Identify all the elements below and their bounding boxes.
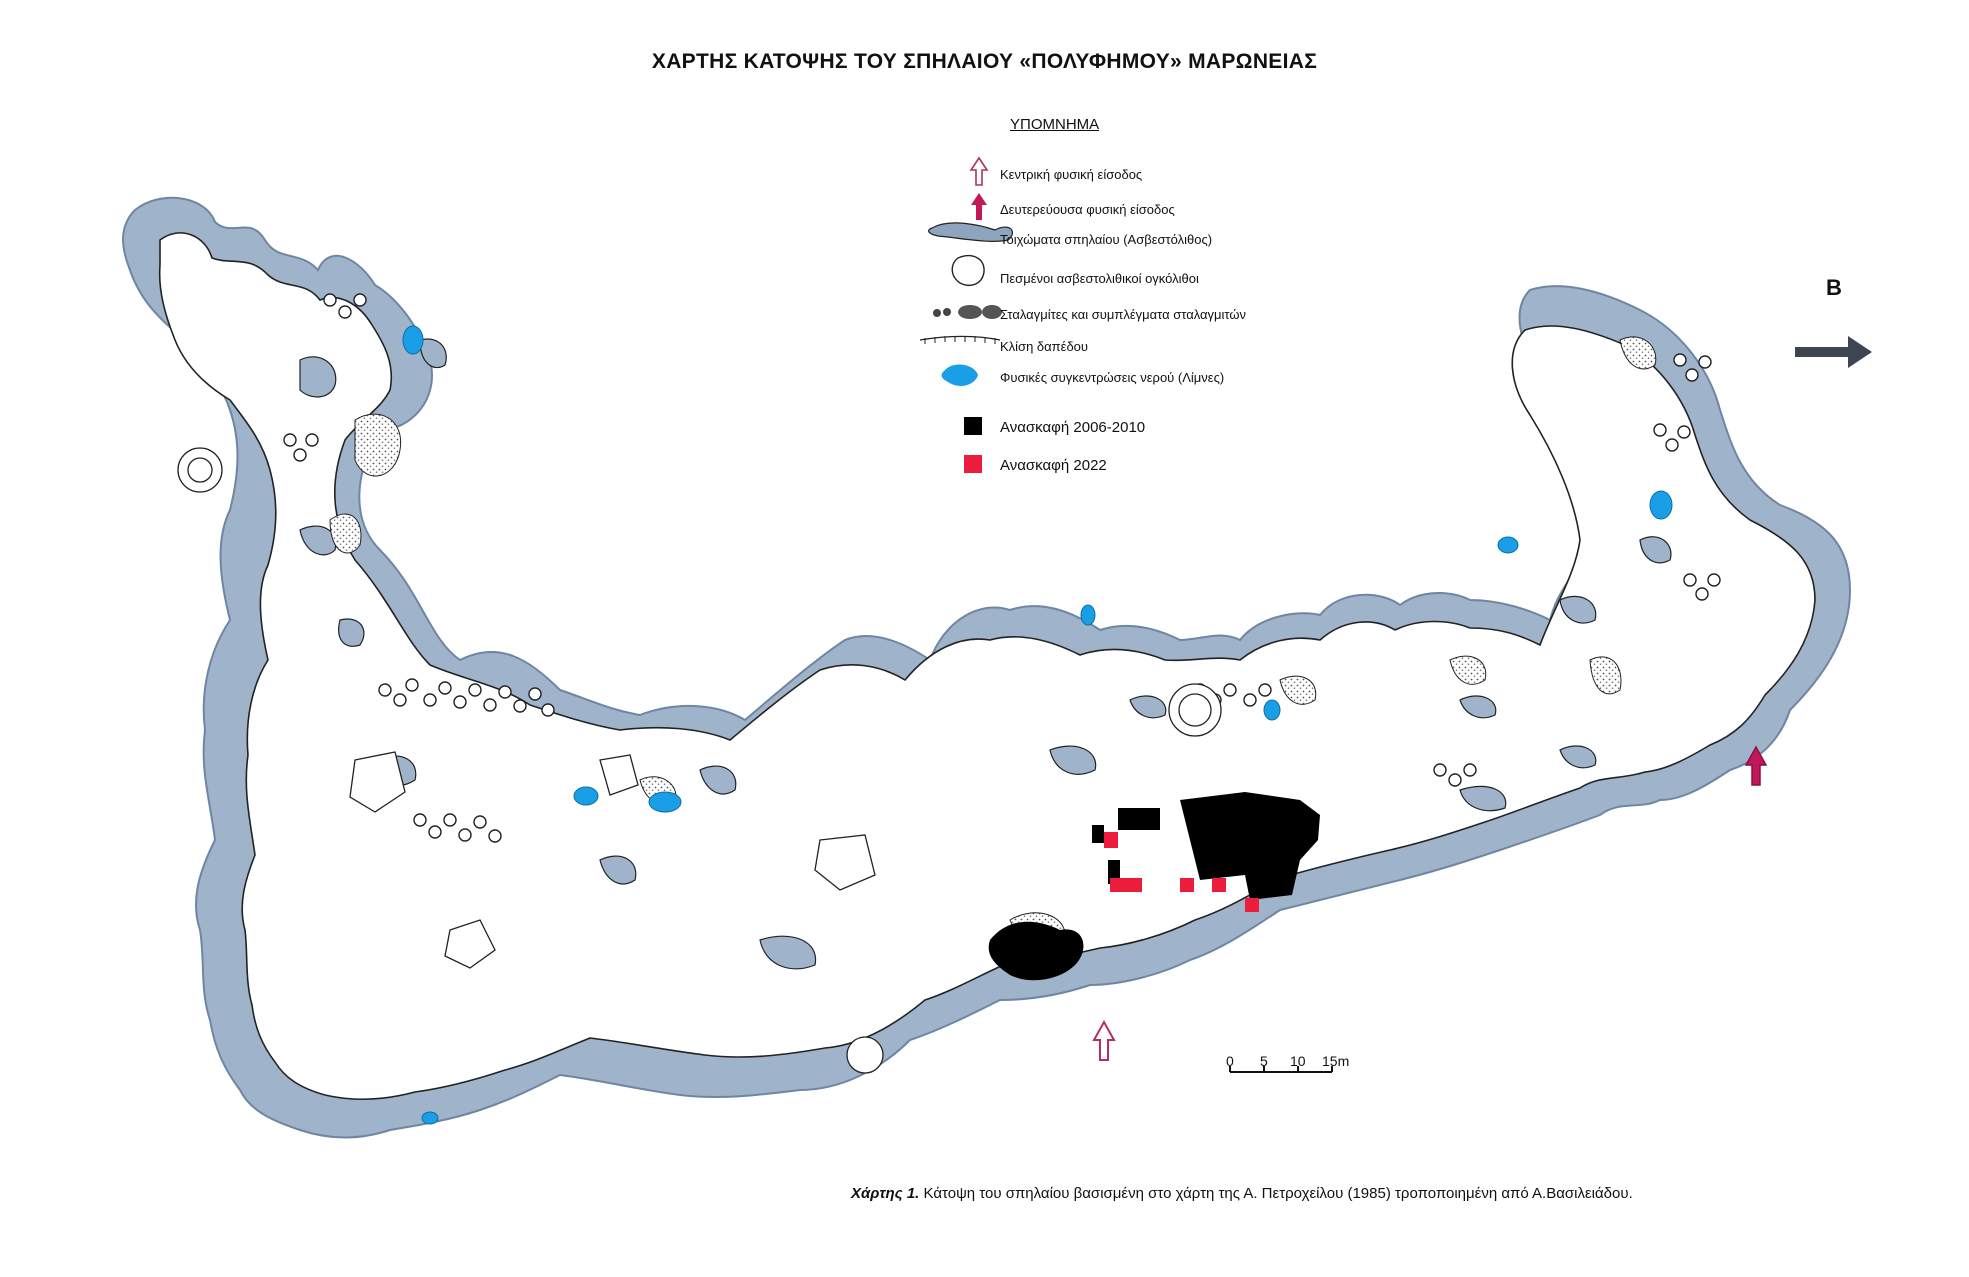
interior-rock-masses	[299, 338, 1672, 970]
stalagmite-clusters	[329, 336, 1657, 944]
scale-bar	[1229, 1066, 1333, 1073]
floor-slope-icon	[930, 333, 1000, 359]
fallen-block-outline	[930, 265, 1000, 291]
scale-tick-label: 10	[1290, 1053, 1306, 1069]
legend-label: Κεντρική φυσική είσοδος	[1000, 166, 1143, 182]
legend-label: Τοιχώματα σπηλαίου (Ασβεστόλιθος)	[1000, 231, 1213, 247]
legend-item-fallen-blocks: Πεσμένοι ασβεστολιθικοί ογκόλιθοι	[930, 265, 1199, 291]
legend-item-water: Φυσικές συγκεντρώσεις νερού (Λίμνες)	[930, 364, 1224, 390]
legend-label: Κλίση δαπέδου	[1000, 338, 1089, 354]
scale-tick-label: 0	[1226, 1053, 1234, 1069]
fallen-blocks	[177, 447, 1222, 1074]
red-square-icon	[930, 452, 1000, 478]
main-entrance-arrow-icon	[1092, 1019, 1116, 1061]
legend-heading: ΥΠΟΜΝΗΜΑ	[1010, 116, 1100, 133]
legend-item-main-entrance: Κεντρική φυσική είσοδος	[930, 161, 1142, 187]
water-pool-icon	[930, 364, 1000, 390]
legend-item-secondary-entrance: Δευτερεύουσα φυσική είσοδος	[930, 196, 1175, 222]
legend-label: Ανασκαφή 2022	[1000, 456, 1107, 474]
black-square-icon	[930, 414, 1000, 440]
legend-symbols	[919, 156, 1013, 473]
map-title: ΧΑΡΤΗΣ ΚΑΤΟΨΗΣ ΤΟΥ ΣΠΗΛΑΙΟΥ «ΠΟΛΥΦΗΜΟΥ» …	[651, 50, 1318, 73]
north-label: Β	[1826, 275, 1842, 300]
stalagmite-dots-icon	[930, 301, 1000, 327]
legend-label: Σταλαγμίτες και συμπλέγματα σταλαγμιτών	[1000, 306, 1247, 322]
map-caption: Χάρτης 1. Κάτοψη του σπηλαίου βασισμένη …	[851, 1185, 1633, 1202]
scale-tick-label: 5	[1260, 1053, 1268, 1069]
legend-item-excavation-2022: Ανασκαφή 2022	[930, 452, 1107, 478]
cave-floor	[158, 232, 1816, 1101]
cave-wall-swatch	[930, 226, 1000, 252]
filled-arrow-icon	[930, 196, 1000, 222]
legend-item-floor-slope: Κλίση δαπέδου	[930, 333, 1088, 359]
north-arrow-icon	[1795, 336, 1872, 368]
water-pools	[402, 325, 1673, 1125]
legend-label: Φυσικές συγκεντρώσεις νερού (Λίμνες)	[1000, 369, 1225, 385]
secondary-entrance-arrow-icon	[1744, 745, 1768, 786]
legend-item-excavation-2006-2010: Ανασκαφή 2006-2010	[930, 414, 1145, 440]
legend-label: Πεσμένοι ασβεστολιθικοί ογκόλιθοι	[1000, 270, 1199, 286]
caption-label: Χάρτης 1.	[851, 1185, 920, 1202]
legend-label: Δευτερεύουσα φυσική είσοδος	[1000, 201, 1175, 217]
legend-item-stalagmites: Σταλαγμίτες και συμπλέγματα σταλαγμιτών	[930, 301, 1246, 327]
legend-item-cave-walls: Τοιχώματα σπηλαίου (Ασβεστόλιθος)	[930, 226, 1212, 252]
excavation-2022	[1104, 832, 1259, 912]
scale-tick-label: 15m	[1322, 1053, 1350, 1069]
excavation-2006-2010	[988, 792, 1320, 981]
hollow-arrow-icon	[930, 161, 1000, 187]
legend-label: Ανασκαφή 2006-2010	[1000, 418, 1146, 436]
caption-text: Κάτοψη του σπηλαίου βασισμένη στο χάρτη …	[923, 1185, 1633, 1202]
